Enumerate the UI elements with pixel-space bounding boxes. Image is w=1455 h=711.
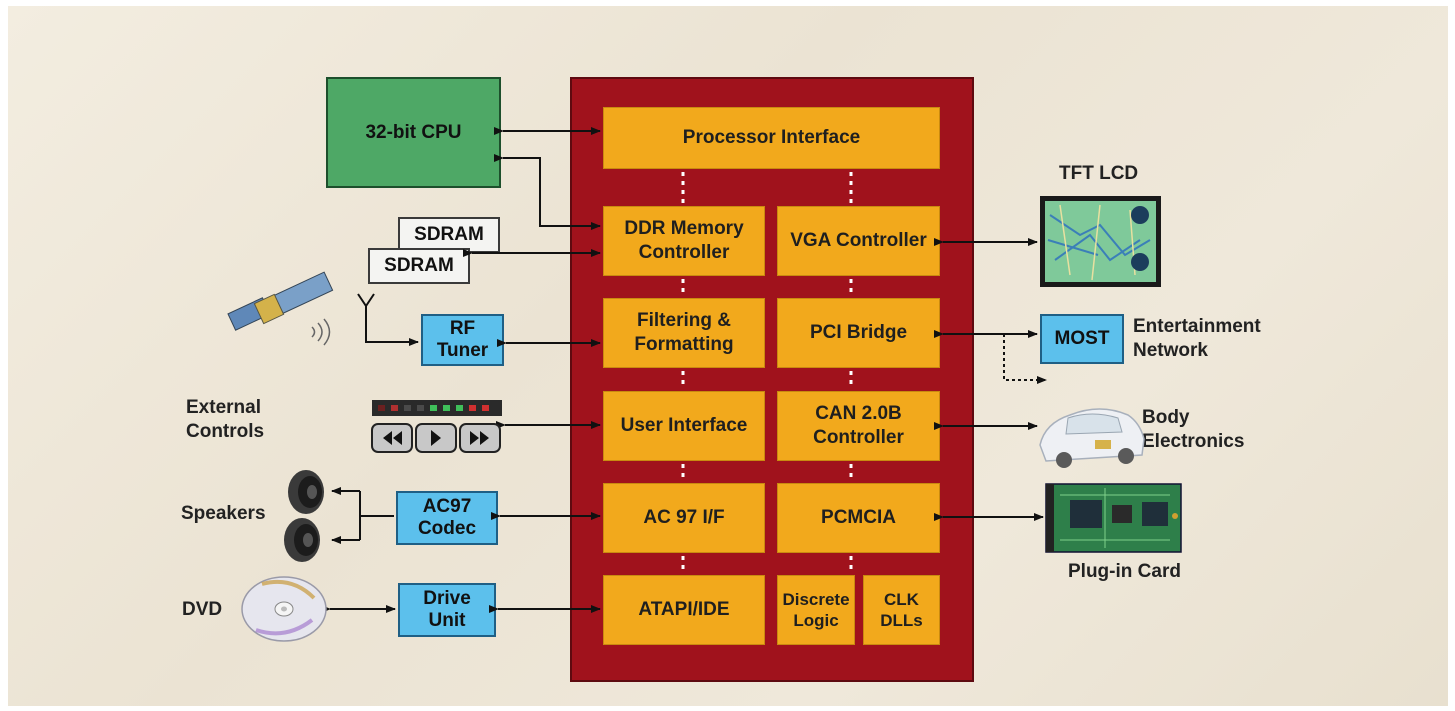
external-controls-icon (371, 400, 502, 453)
cpu-ddr-link (494, 154, 601, 230)
tft-lcd-label: TFT LCD (1059, 163, 1139, 184)
entertainment-network-label: Entertainment Network (1133, 316, 1261, 361)
most-block: MOST (1040, 314, 1124, 364)
discrete-logic-block: Discrete Logic (777, 575, 855, 645)
plug-in-card-icon (1045, 483, 1182, 553)
dvd-label: DVD (182, 599, 223, 620)
satellite-icon (227, 271, 334, 346)
processor-interface-block: Processor Interface (603, 107, 940, 169)
speakers-label: Speakers (181, 503, 266, 524)
dvd-disc-icon (241, 576, 327, 642)
body-electronics-label: Body Electronics (1142, 407, 1245, 452)
pci-bridge-block: PCI Bridge (777, 298, 940, 368)
clk-dlls-block: CLK DLLs (863, 575, 940, 645)
pci-dotted-branch (1003, 334, 1047, 384)
atapi-ide-block: ATAPI/IDE (603, 575, 765, 645)
ac97-codec-block: AC97 Codec (396, 491, 498, 545)
can-controller-block: CAN 2.0B Controller (777, 391, 940, 461)
rf-tuner-block: RF Tuner (421, 314, 504, 366)
tft-lcd-icon (1040, 196, 1161, 287)
ac97-if-block: AC 97 I/F (603, 483, 765, 553)
car-icon (1039, 408, 1145, 468)
cpu-block: 32-bit CPU (326, 77, 501, 188)
vga-controller-block: VGA Controller (777, 206, 940, 276)
plug-in-card-label: Plug-in Card (1068, 561, 1181, 582)
external-controls-label: External Controls (186, 397, 265, 442)
pcmcia-block: PCMCIA (777, 483, 940, 553)
filtering-formatting-block: Filtering & Formatting (603, 298, 765, 368)
antenna-rf-link (365, 305, 419, 346)
antenna-icon (357, 293, 375, 320)
user-interface-block: User Interface (603, 391, 765, 461)
speaker-icon-bottom (284, 518, 320, 562)
chip-dotted-links (681, 172, 853, 573)
drive-unit-block: Drive Unit (398, 583, 496, 637)
ddr-memory-controller-block: DDR Memory Controller (603, 206, 765, 276)
speaker-icon-top (288, 470, 324, 514)
sdram-front-block: SDRAM (368, 248, 470, 284)
sdram-back-block: SDRAM (398, 217, 500, 253)
